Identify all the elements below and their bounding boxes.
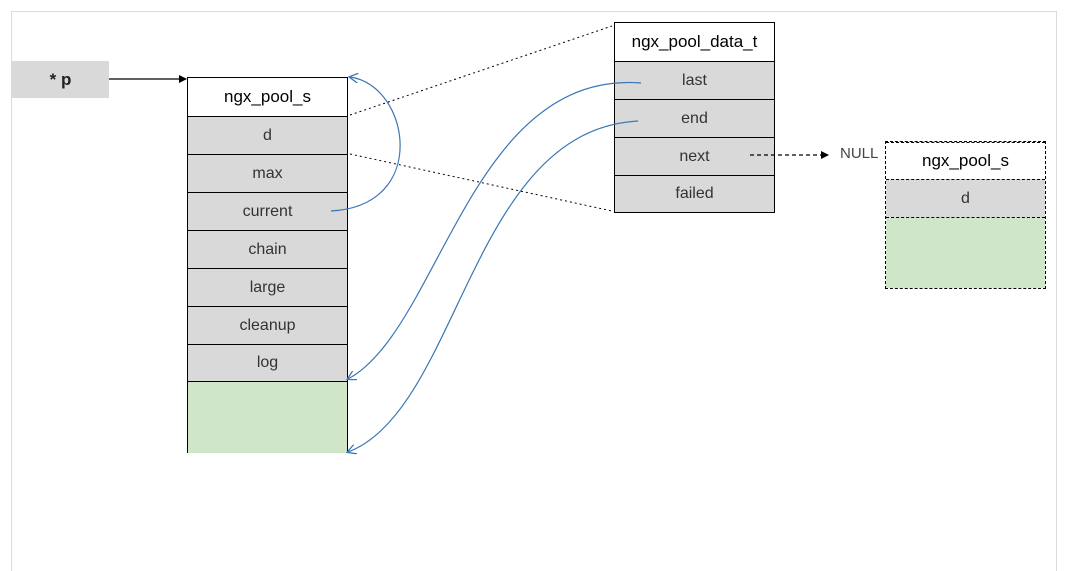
d-expand-top-line — [349, 25, 613, 116]
main-pool-free-space — [188, 381, 347, 453]
pointer-p-label: * p — [49, 69, 72, 89]
last-arrow — [348, 82, 642, 379]
next-pool-free-space — [886, 217, 1045, 288]
next-pool-field-d: d — [886, 179, 1045, 217]
main-pool-struct: ngx_pool_s d max current chain large cle… — [187, 77, 348, 453]
main-pool-field-d: d — [188, 116, 347, 154]
main-pool-field-log: log — [188, 344, 347, 381]
next-pool-struct: ngx_pool_s d — [885, 141, 1046, 289]
main-pool-field-large: large — [188, 268, 347, 306]
pool-data-field-last: last — [615, 61, 774, 99]
pointer-p: * p — [12, 61, 109, 98]
pool-data-title: ngx_pool_data_t — [615, 23, 774, 61]
main-pool-field-current: current — [188, 192, 347, 230]
diagram-frame — [11, 11, 1057, 571]
pool-data-field-next: next — [615, 137, 774, 175]
main-pool-field-max: max — [188, 154, 347, 192]
main-pool-title: ngx_pool_s — [188, 78, 347, 116]
main-pool-field-cleanup: cleanup — [188, 306, 347, 344]
null-label: NULL — [840, 145, 879, 162]
current-arrow — [330, 77, 401, 212]
pool-data-struct: ngx_pool_data_t last end next failed — [614, 22, 775, 213]
end-arrow — [348, 120, 639, 452]
pool-data-field-end: end — [615, 99, 774, 137]
main-pool-field-chain: chain — [188, 230, 347, 268]
next-pool-title: ngx_pool_s — [886, 142, 1045, 179]
pool-data-field-failed: failed — [615, 175, 774, 212]
